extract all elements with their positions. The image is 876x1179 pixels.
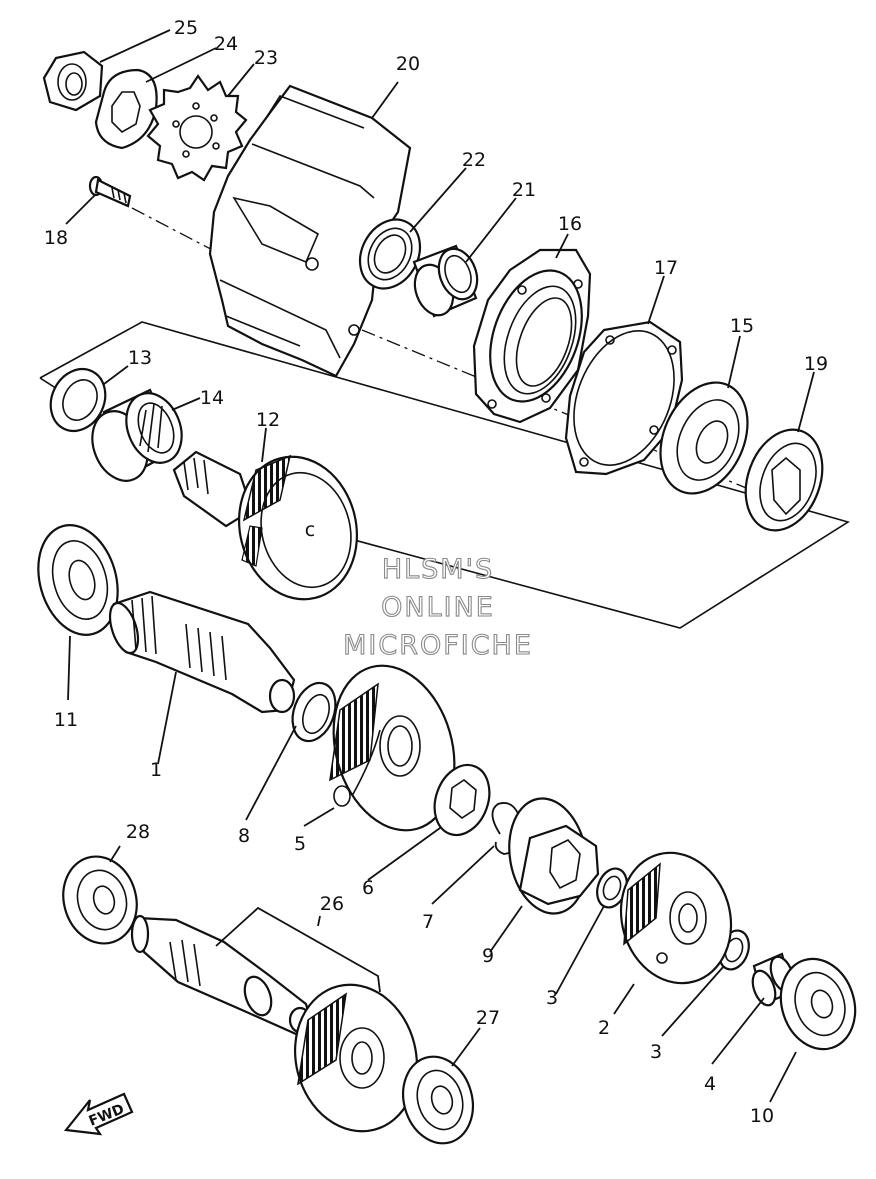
part-4-collar: [751, 952, 795, 1007]
callout-6: 6: [362, 877, 374, 899]
part-11-bearing: [37, 524, 119, 636]
callout-3-b: 3: [650, 1041, 662, 1063]
part-10-bearing: [779, 957, 857, 1051]
callout-21: 21: [512, 179, 536, 201]
svg-text:c: c: [305, 519, 315, 541]
part-19-lock-washer: [744, 428, 824, 532]
callout-18: 18: [44, 227, 68, 249]
part-8-washer: [291, 681, 337, 743]
part-16-bearing-housing: [472, 248, 592, 424]
callout-1: 1: [150, 759, 162, 781]
part-28-bearing: [62, 855, 138, 945]
callout-26: 26: [320, 893, 344, 915]
callout-13: 13: [128, 347, 152, 369]
callout-8: 8: [238, 825, 250, 847]
watermark-line-3: MICROFICHE: [343, 630, 533, 661]
part-21-collar: [412, 244, 479, 318]
callout-2: 2: [598, 1017, 610, 1039]
part-5-gear: [329, 664, 456, 832]
callout-14: 14: [200, 387, 224, 409]
part-13-washer: [49, 367, 107, 433]
watermark-line-2: ONLINE: [381, 592, 495, 623]
leader-lines: [65, 29, 815, 1103]
callout-7: 7: [422, 911, 434, 933]
part-6-washer: [433, 763, 491, 837]
part-18-bolt: [88, 175, 132, 208]
callout-11: 11: [54, 709, 78, 731]
part-22-oil-seal: [358, 218, 422, 290]
callout-28: 28: [126, 821, 150, 843]
watermark-line-1: HLSM'S: [382, 554, 494, 585]
callout-19: 19: [804, 353, 828, 375]
part-25-nut: [42, 50, 104, 112]
callout-20: 20: [396, 53, 420, 75]
part-27-bearing: [402, 1055, 474, 1145]
fwd-arrow-icon: FWD: [63, 1092, 134, 1136]
callout-numbers: 25 24 23 20 18 22 21 16 17 15 19 13 14 1…: [44, 17, 828, 1127]
callout-25: 25: [174, 17, 198, 39]
watermark: HLSM'S ONLINE MICROFICHE: [343, 553, 533, 661]
callout-10: 10: [750, 1105, 774, 1127]
part-14-needle-bearing: [91, 388, 183, 482]
callout-22: 22: [462, 149, 486, 171]
callout-5: 5: [294, 833, 306, 855]
part-17-gasket: [564, 320, 684, 476]
callout-15: 15: [730, 315, 754, 337]
part-9-dog-clutch: [508, 797, 600, 915]
callout-4: 4: [704, 1073, 716, 1095]
callout-16: 16: [558, 213, 582, 235]
callout-23: 23: [254, 47, 278, 69]
part-26-drive-shaft: [130, 914, 419, 1133]
part-1-main-shaft: [108, 590, 296, 714]
part-15-bearing: [659, 381, 749, 495]
callout-3-a: 3: [546, 987, 558, 1009]
callout-9: 9: [482, 945, 494, 967]
callout-27: 27: [476, 1007, 500, 1029]
callout-12: 12: [256, 409, 280, 431]
assembly-boundary-line: [39, 321, 850, 629]
part-20-case-cover: [208, 84, 412, 378]
callout-17: 17: [654, 257, 678, 279]
part-2-gear: [619, 851, 733, 985]
part-12-gear-shaft: c: [172, 450, 359, 601]
callout-24: 24: [214, 33, 238, 55]
